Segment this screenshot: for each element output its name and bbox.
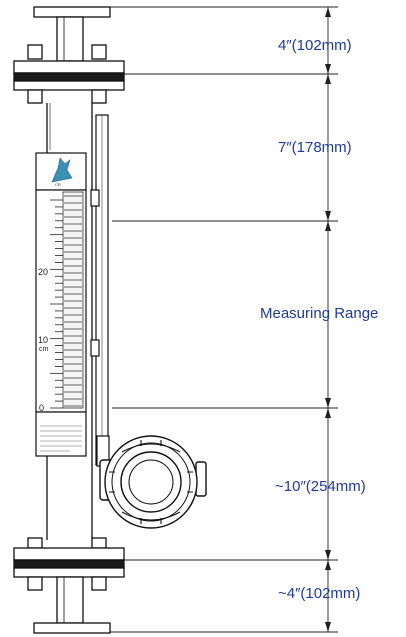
svg-text:CR: CR [55,182,61,187]
tick-label-0: 0 [39,403,44,413]
brand-logo-icon [51,157,73,183]
bottom-flange-plate [13,547,125,561]
dimension-label-upper-gap: 7″(178mm) [278,139,352,156]
clamp-lower [90,339,100,357]
bottom-pipe [56,576,84,624]
bottom-flange-plate-lower [13,567,125,578]
bolt [91,576,107,591]
bolt [27,44,43,60]
switch-rod [90,114,110,467]
bolt [27,576,43,591]
dimension-label-top-flange: 4″(102mm) [278,37,352,54]
gasket [13,72,125,82]
flap-indicator-column [62,191,84,409]
dimension-label-measuring-range: Measuring Range [260,305,379,322]
top-pipe [56,16,84,62]
top-flange-plate [13,60,125,74]
bolt [91,537,107,549]
top-pipe-assembly [13,6,125,104]
transmitter-housing [99,435,207,529]
top-flange-plate-lower [13,80,125,91]
unit-label: cm [39,346,49,353]
dimension-line [325,7,331,632]
tick-label-10: 10 [38,335,48,345]
dimension-label-bottom-flange: ~4″(102mm) [278,585,361,602]
nameplate [35,411,87,457]
bottom-pipe-assembly [13,537,125,634]
top-cap-plate [33,6,111,18]
tick-label-20: 20 [38,267,48,277]
bottom-cap-plate [33,622,111,634]
dimension-label-switch-section: ~10″(254mm) [275,478,366,495]
bolt [27,89,43,104]
extension-lines [110,6,338,633]
bolt [27,537,43,549]
bolt [91,89,107,104]
gasket [13,559,125,569]
bolt [91,44,107,60]
scale-panel: CR 20 10 cm 0 [35,152,87,457]
clamp-upper [90,189,100,207]
